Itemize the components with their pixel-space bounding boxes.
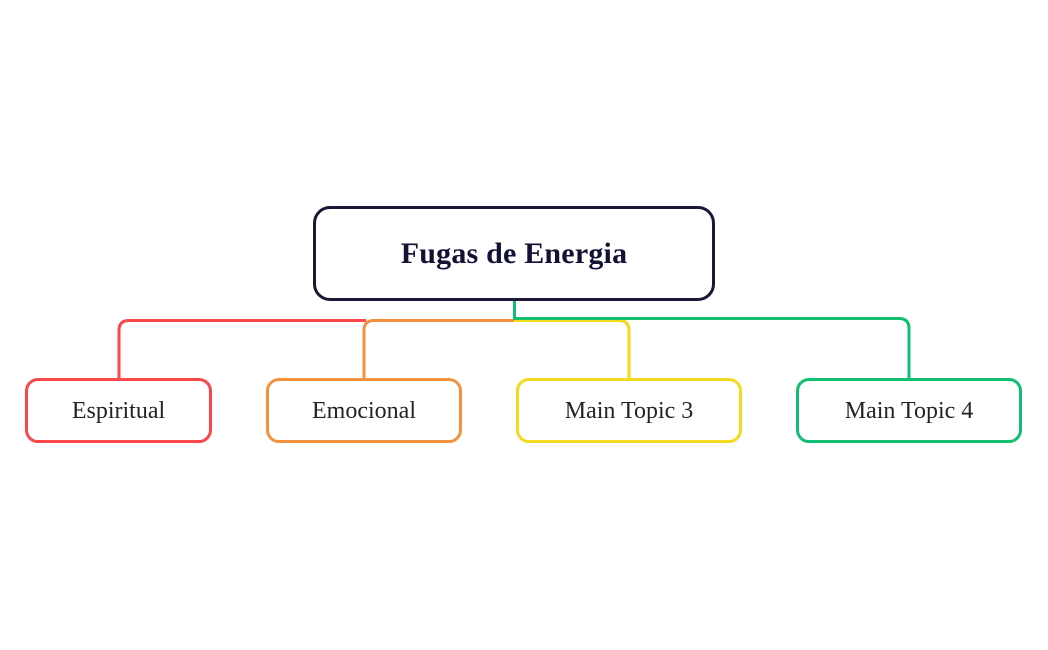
connector-main-topic-3 <box>514 319 631 378</box>
node-main-topic-4-label: Main Topic 4 <box>844 397 974 424</box>
node-emocional[interactable]: Emocional <box>266 378 462 443</box>
root-node[interactable]: Fugas de Energia <box>313 206 715 301</box>
connector-emocional <box>362 319 514 378</box>
node-main-topic-3[interactable]: Main Topic 3 <box>516 378 742 443</box>
connector-espiritual <box>117 319 366 378</box>
node-main-topic-3-label: Main Topic 3 <box>564 397 694 424</box>
node-emocional-label: Emocional <box>312 397 416 424</box>
node-espiritual[interactable]: Espiritual <box>25 378 212 443</box>
node-espiritual-label: Espiritual <box>71 397 166 424</box>
root-node-label: Fugas de Energia <box>400 236 628 270</box>
node-main-topic-4[interactable]: Main Topic 4 <box>796 378 1022 443</box>
connector-main-topic-4 <box>513 300 911 378</box>
